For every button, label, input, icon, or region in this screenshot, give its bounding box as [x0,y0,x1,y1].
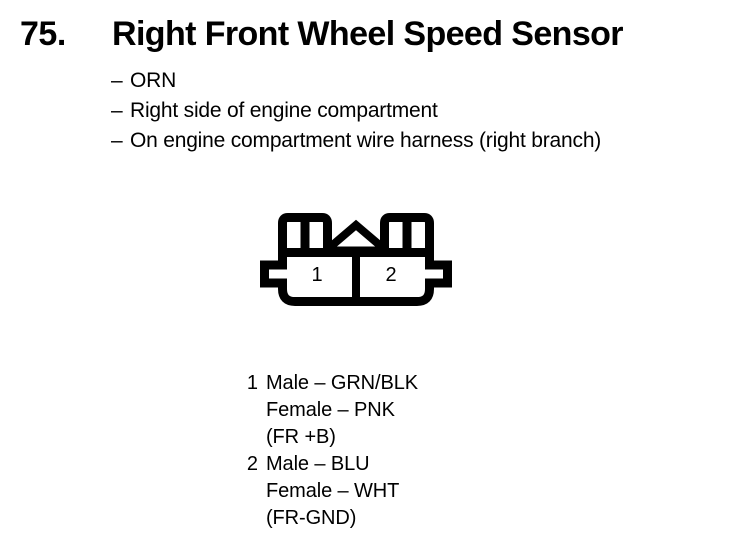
pin-legend-line: (FR +B) [244,424,544,451]
page-title: Right Front Wheel Speed Sensor [112,15,624,53]
pin-wire-female: Female – PNK [266,399,395,421]
list-item-label: On engine compartment wire harness (righ… [130,129,602,152]
pin-legend-line: 1 Male – GRN/BLK [244,370,544,397]
pin-wire-male: Male – BLU [266,453,370,475]
list-item: – Right side of engine compartment [111,96,731,126]
dash-bullet-icon: – [111,99,123,122]
entry-header: 75. Right Front Wheel Speed Sensor [0,14,752,60]
pin-circuit-function: (FR-GND) [266,507,357,529]
connector-keying-peak [319,219,393,258]
dash-bullet-icon: – [111,69,123,92]
pin-legend-line: (FR-GND) [244,505,544,532]
cavity-label-1: 1 [311,264,323,286]
attribute-list: – ORN – Right side of engine compartment… [111,66,731,156]
pin-legend-entry-1: 1 Male – GRN/BLK Female – PNK (FR +B) [244,370,544,451]
pin-legend-line: Female – PNK [244,397,544,424]
pin-wire-male: Male – GRN/BLK [266,372,418,394]
pin-legend-line: 2 Male – BLU [244,451,544,478]
pin-index-label: 1 [246,372,258,394]
pin-legend-entry-2: 2 Male – BLU Female – WHT (FR-GND) [244,451,544,532]
dash-bullet-icon: – [111,129,123,152]
pin-circuit-function: (FR +B) [266,426,336,448]
connector-diagram: 1 2 [258,207,454,307]
entry-number: 75. [20,15,66,53]
pin-legend: 1 Male – GRN/BLK Female – PNK (FR +B) 2 … [244,370,544,532]
pin-legend-line: Female – WHT [244,478,544,505]
pin-wire-female: Female – WHT [266,480,400,502]
cavity-label-2: 2 [385,264,397,286]
connector-outline-graphic [260,213,452,306]
pin-index-label: 2 [246,453,258,475]
list-item: – ORN [111,66,731,96]
list-item: – On engine compartment wire harness (ri… [111,126,731,156]
list-item-label: Right side of engine compartment [130,99,438,122]
list-item-label: ORN [130,69,177,92]
